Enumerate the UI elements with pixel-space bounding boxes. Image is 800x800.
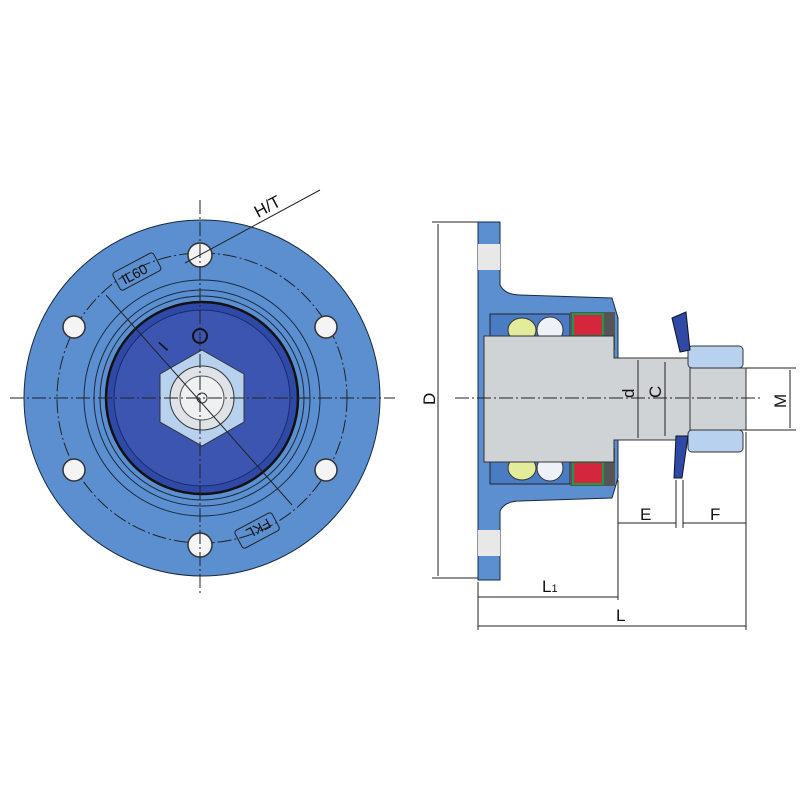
label-D: D <box>420 393 439 405</box>
label-L1: L1 <box>542 577 558 596</box>
mounting-holes <box>62 242 338 558</box>
nut-upper <box>687 345 744 369</box>
lock-washer <box>671 311 691 353</box>
label-ht: H/T <box>251 192 284 222</box>
label-E: E <box>640 505 651 524</box>
ht-leader <box>184 189 321 264</box>
label-L: L <box>616 606 625 625</box>
mounting-hole <box>62 458 86 482</box>
mounting-hole <box>62 315 86 339</box>
nut-lower <box>687 429 744 453</box>
label-M: M <box>771 394 790 408</box>
mounting-hole <box>314 315 338 339</box>
diagonal-dimension <box>105 294 293 506</box>
mounting-hole <box>314 458 338 482</box>
shaft <box>483 335 701 463</box>
label-F: F <box>710 505 720 524</box>
side-view: D d C M E F L1 L <box>420 221 796 630</box>
label-C: C <box>646 386 665 398</box>
label-d: d <box>619 389 638 398</box>
seal <box>572 313 604 337</box>
front-view: H/T I IL60 FKL <box>10 189 395 595</box>
